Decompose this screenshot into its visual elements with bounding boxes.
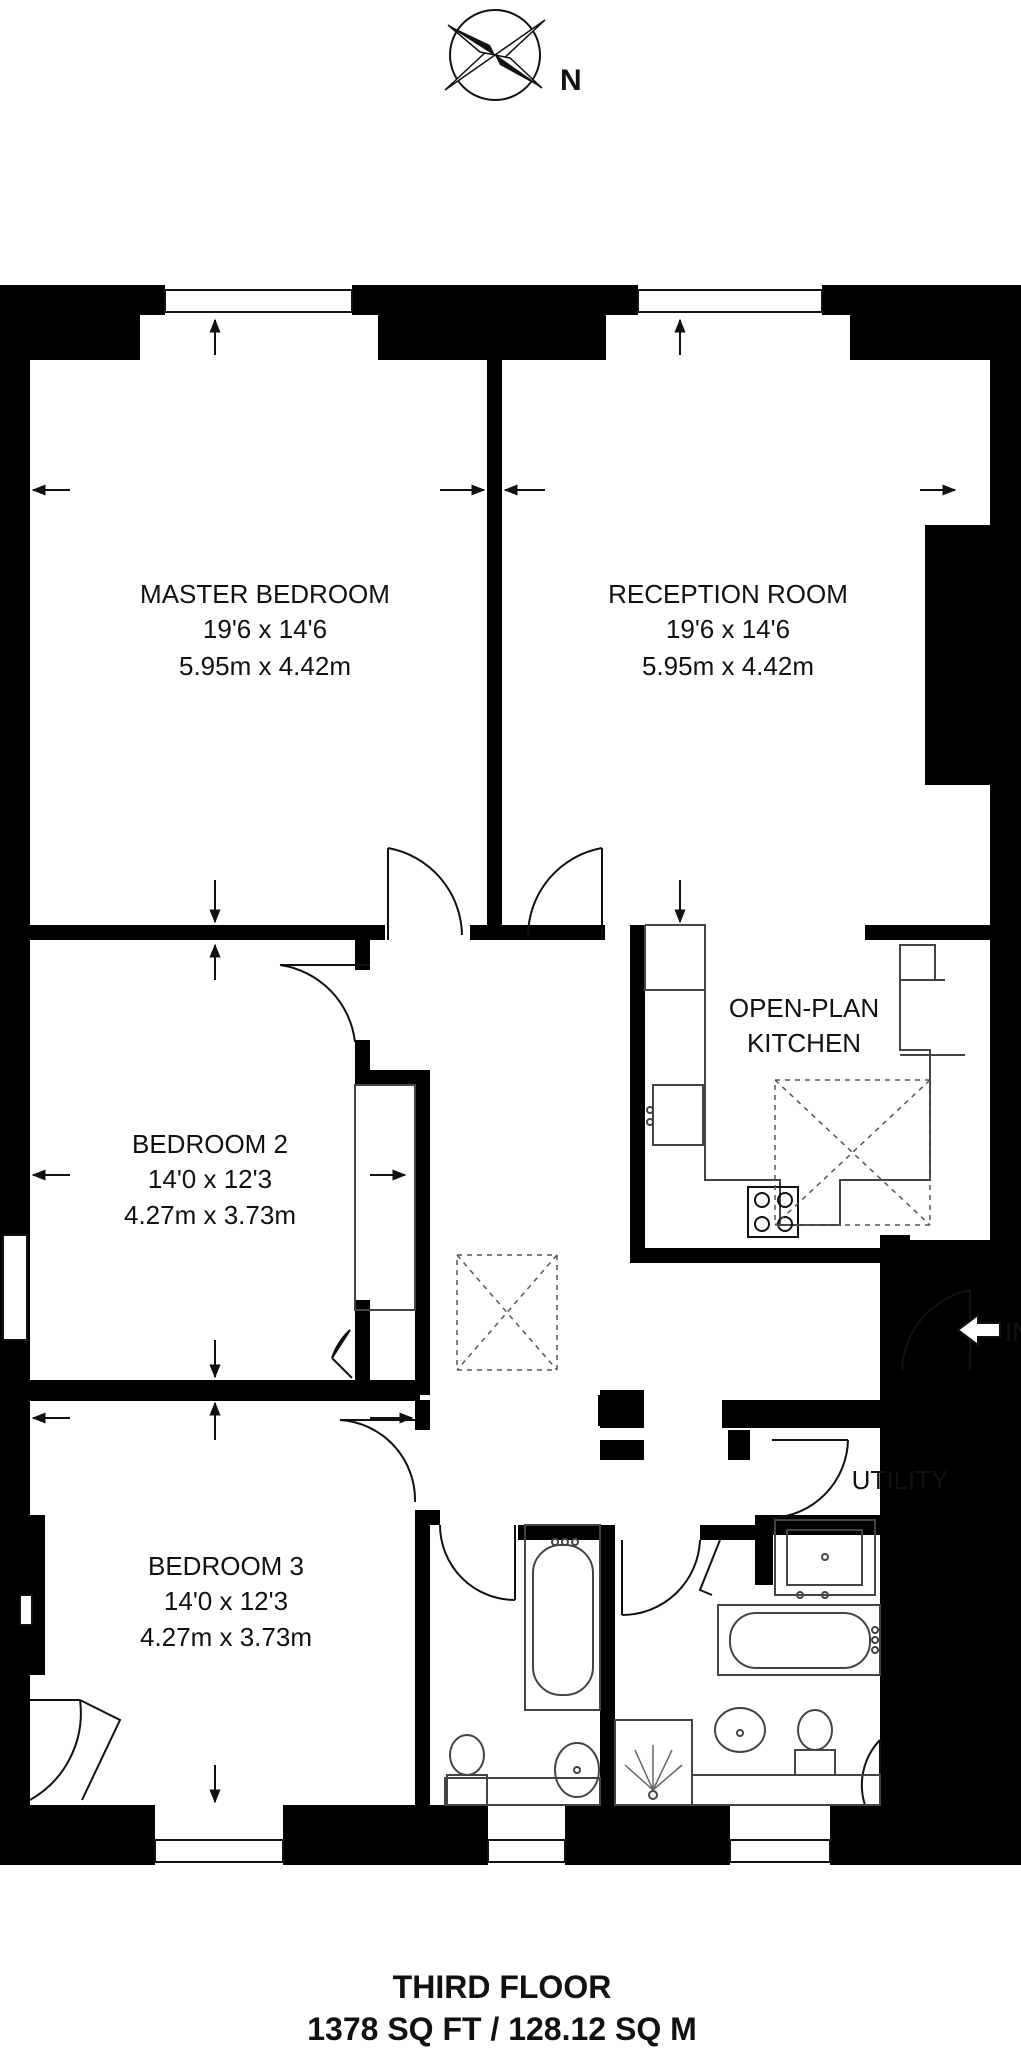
dimension-arrows bbox=[31, 318, 957, 1804]
door-swings bbox=[29, 847, 971, 1806]
bathtub-icon bbox=[524, 1524, 601, 1711]
kitchen-sink-icon bbox=[652, 1084, 704, 1146]
basin-icon bbox=[714, 1707, 766, 1753]
room-name: RECEPTION ROOM bbox=[608, 579, 848, 609]
outer-walls bbox=[0, 285, 1021, 1865]
interior-walls bbox=[30, 355, 990, 1805]
north-label: N bbox=[560, 64, 582, 97]
floor-area: 1378 SQ FT / 128.12 SQ M bbox=[307, 2011, 697, 2047]
entrance-arrow-icon bbox=[956, 1313, 1001, 1347]
floor-title: THIRD FLOOR bbox=[393, 1969, 612, 2005]
room-name-line2: KITCHEN bbox=[747, 1028, 861, 1058]
hall-column bbox=[598, 1398, 644, 1426]
wardrobe bbox=[354, 1084, 416, 1311]
utility-sink-icon bbox=[774, 1519, 876, 1599]
room-size-metric: 5.95m x 4.42m bbox=[179, 651, 351, 681]
shower-icon bbox=[614, 1719, 693, 1806]
toilet-icon bbox=[449, 1734, 485, 1776]
basin-icon bbox=[554, 1742, 600, 1798]
room-kitchen: OPEN-PLAN KITCHEN bbox=[729, 993, 879, 1058]
bathroom-fixtures bbox=[444, 1524, 601, 1806]
room-size-metric: 4.27m x 3.73m bbox=[140, 1622, 312, 1652]
ensuite-fixtures bbox=[614, 1604, 881, 1806]
room-size-imperial: 19'6 x 14'6 bbox=[666, 614, 790, 644]
bathtub-icon bbox=[717, 1604, 881, 1676]
room-size-imperial: 14'0 x 12'3 bbox=[164, 1586, 288, 1616]
windows bbox=[2, 289, 831, 1863]
structural-columns bbox=[19, 1398, 750, 1626]
room-name-line1: OPEN-PLAN bbox=[729, 993, 879, 1023]
hob-icon bbox=[747, 1186, 799, 1238]
room-size-imperial: 19'6 x 14'6 bbox=[203, 614, 327, 644]
entrance-label: IN bbox=[1005, 1317, 1021, 1347]
room-bedroom-3: BEDROOM 3 14'0 x 12'3 4.27m x 3.73m bbox=[140, 1551, 312, 1652]
room-bedroom-2: BEDROOM 2 14'0 x 12'3 4.27m x 3.73m bbox=[124, 1129, 296, 1230]
kitchen-units bbox=[644, 924, 965, 1226]
skylight-icon bbox=[456, 1079, 931, 1371]
room-master-bedroom: MASTER BEDROOM 19'6 x 14'6 5.95m x 4.42m bbox=[140, 579, 390, 681]
toilet-icon bbox=[797, 1709, 833, 1751]
room-name: BEDROOM 3 bbox=[148, 1551, 304, 1581]
room-size-metric: 5.95m x 4.42m bbox=[642, 651, 814, 681]
room-size-metric: 4.27m x 3.73m bbox=[124, 1200, 296, 1230]
compass-rose-icon bbox=[444, 9, 546, 101]
room-name: MASTER BEDROOM bbox=[140, 579, 390, 609]
room-utility: UTILITY bbox=[852, 1465, 949, 1495]
room-name: BEDROOM 2 bbox=[132, 1129, 288, 1159]
room-size-imperial: 14'0 x 12'3 bbox=[148, 1164, 272, 1194]
room-reception-room: RECEPTION ROOM 19'6 x 14'6 5.95m x 4.42m bbox=[608, 579, 848, 681]
